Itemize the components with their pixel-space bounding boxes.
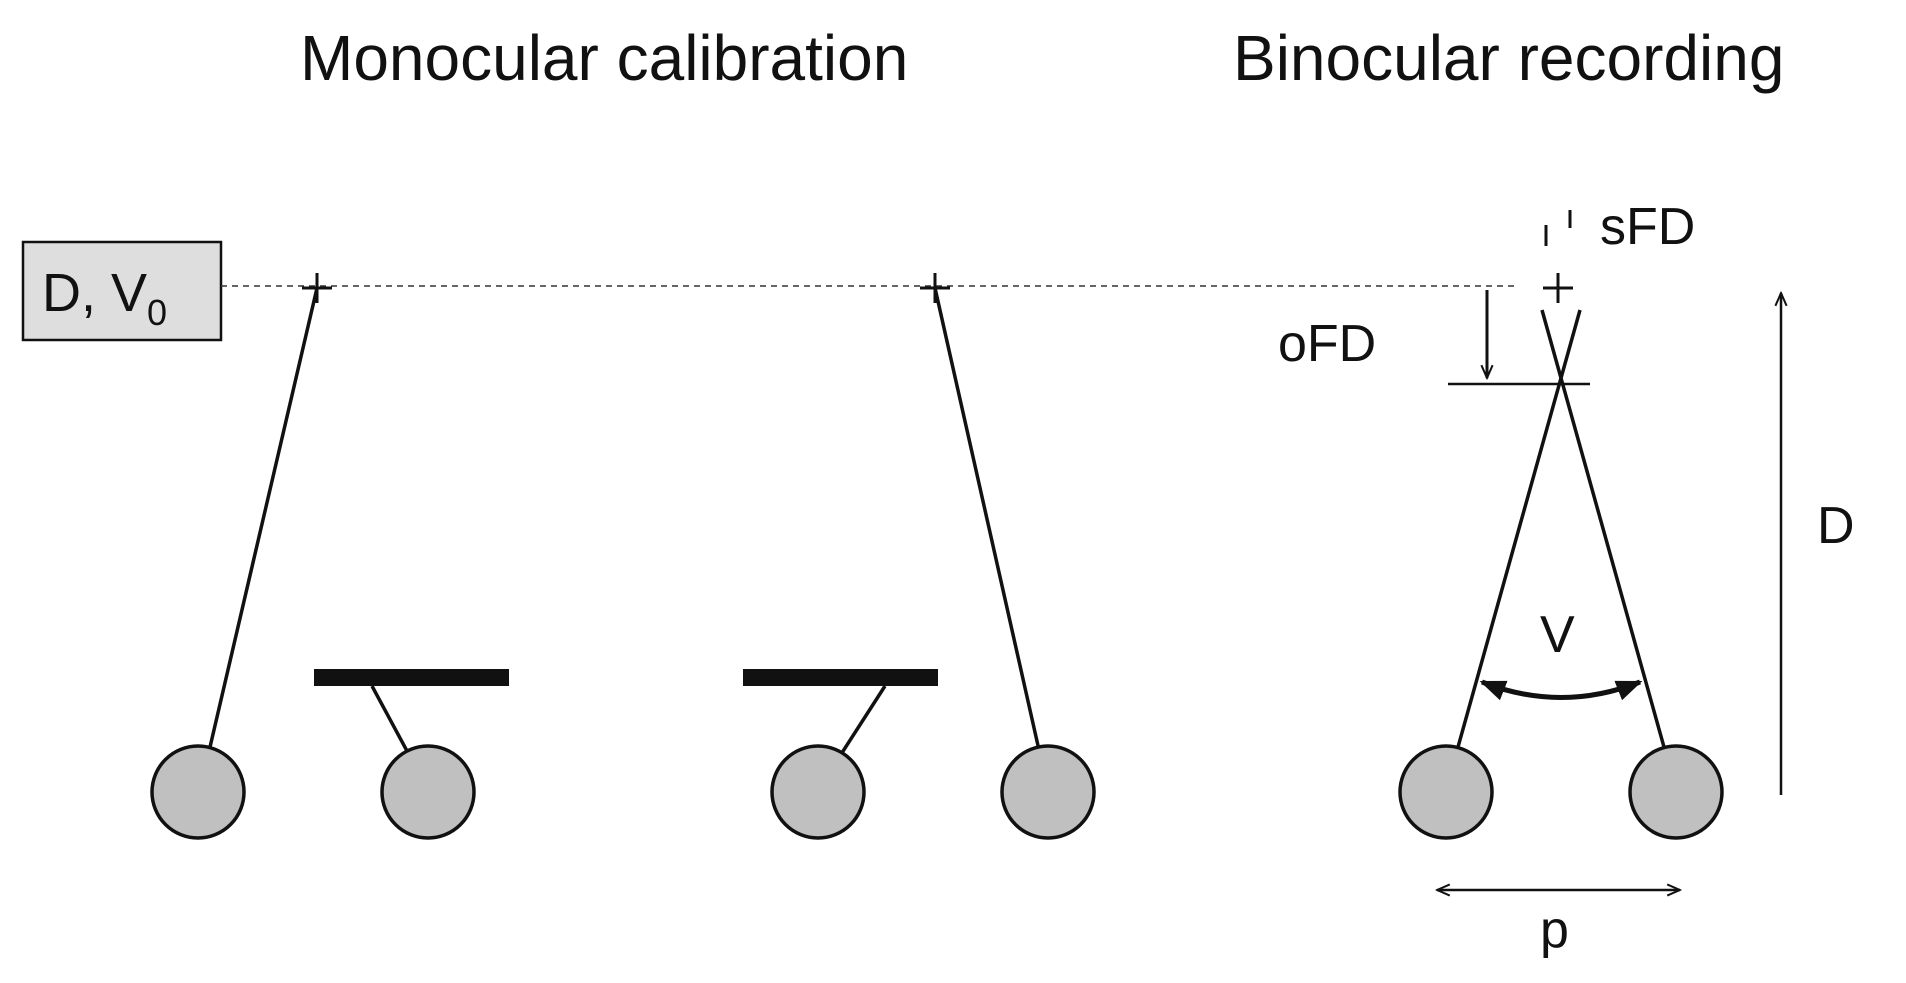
distance-label: D: [1817, 497, 1855, 555]
sfd-label: sFD: [1600, 198, 1695, 256]
eye: [770, 744, 866, 840]
ofd-label: oFD: [1278, 315, 1376, 373]
left-eye-gaze-line: [1444, 309, 1582, 791]
vergence-angle-arc: [1479, 679, 1643, 701]
reference-box: D, V0: [21, 240, 223, 342]
fixation-cross-right: [1543, 273, 1573, 303]
eye: [380, 744, 476, 840]
gaze-line: [198, 287, 319, 791]
right-eye-gaze-line: [1540, 309, 1678, 791]
reference-box-frame: [21, 240, 223, 342]
title-binocular-recording: Binocular recording: [1233, 22, 1784, 94]
left-eye: [1398, 744, 1494, 840]
calibration-right-eye: [933, 287, 1096, 840]
reference-box-label: D, V0: [42, 263, 167, 333]
right-eye: [1628, 744, 1724, 840]
eye: [150, 744, 246, 840]
vergence-label: V: [1540, 606, 1575, 664]
binocular-recording: sFD oFD V p D: [1278, 198, 1855, 959]
occluded-right-eye-1: [314, 669, 509, 840]
gaze-line: [933, 287, 1050, 791]
occluder: [743, 669, 938, 686]
title-monocular-calibration: Monocular calibration: [300, 22, 908, 94]
calibration-left-eye: [150, 287, 319, 840]
occluded-left-eye-2: [743, 669, 938, 840]
eye: [1000, 744, 1096, 840]
occluder: [314, 669, 509, 686]
pupil-distance-label: p: [1540, 901, 1569, 959]
